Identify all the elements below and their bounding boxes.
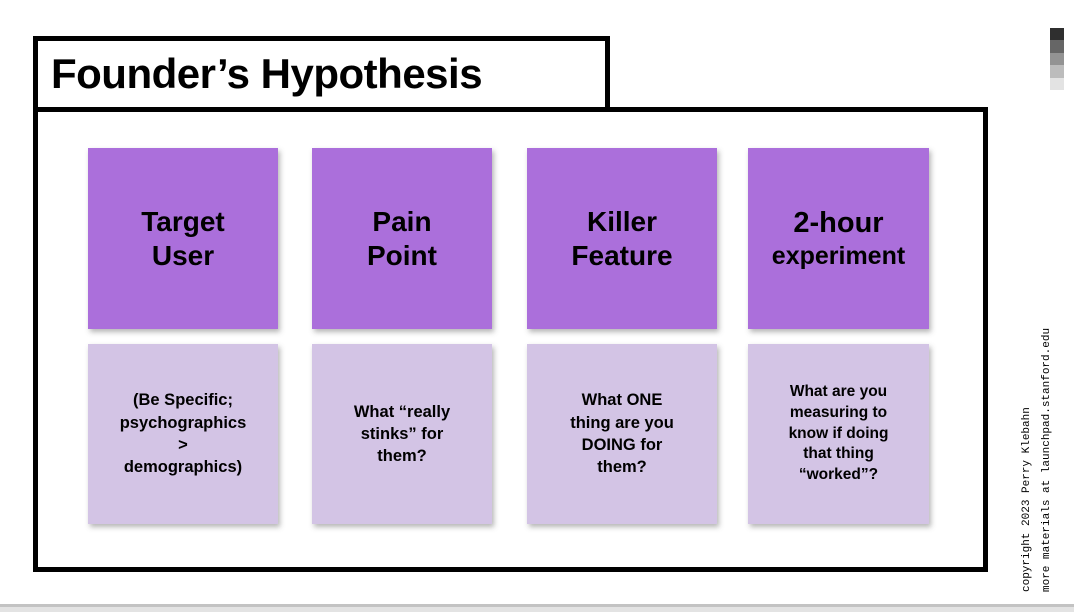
header-line: Feature <box>571 239 673 271</box>
header-line: experiment <box>771 241 906 270</box>
header-card-killer-feature: Killer Feature <box>527 148 717 329</box>
header-line: Point <box>367 239 437 271</box>
header-line: 2-hour <box>793 207 884 240</box>
column-2-hour-experiment: 2-hour experiment What are you measuring… <box>748 148 929 524</box>
gradient-step <box>1050 77 1064 90</box>
gradient-step <box>1050 52 1064 66</box>
header-line: Target <box>141 205 225 237</box>
materials-credit: more materials at launchpad.stanford.edu <box>1041 327 1053 592</box>
header-label: Killer Feature <box>571 205 672 272</box>
header-line: Killer <box>586 205 658 237</box>
header-card-2-hour-experiment: 2-hour experiment <box>748 148 929 329</box>
body-label: (Be Specific; psychographics > demograph… <box>119 391 247 477</box>
column-killer-feature: Killer Feature What ONE thing are you DO… <box>527 148 717 524</box>
body-label: What “really stinks” for them? <box>353 402 451 466</box>
slide-title: Founder’s Hypothesis <box>51 50 483 97</box>
header-label: Pain Point <box>367 205 437 272</box>
viewer-bottom-edge <box>0 604 1074 612</box>
header-label: Target User <box>141 205 225 272</box>
body-card-target-user: (Be Specific; psychographics > demograph… <box>88 344 278 524</box>
header-card-target-user: Target User <box>88 148 278 329</box>
body-card-2-hour-experiment: What are you measuring to know if doing … <box>748 344 929 524</box>
grayscale-gradient-marks <box>1050 28 1064 90</box>
header-card-pain-point: Pain Point <box>312 148 492 329</box>
header-line: Pain <box>372 205 432 237</box>
column-pain-point: Pain Point What “really stinks” for them… <box>312 148 492 524</box>
gradient-step <box>1050 40 1064 53</box>
copyright-credit: copyright 2023 Perry Klebahn <box>1021 407 1033 592</box>
body-label: What ONE thing are you DOING for them? <box>570 391 674 477</box>
title-box: Founder’s Hypothesis <box>33 36 610 112</box>
body-card-killer-feature: What ONE thing are you DOING for them? <box>527 344 717 524</box>
header-line: User <box>151 239 215 271</box>
header-label: 2-hour experiment <box>772 206 905 271</box>
column-target-user: Target User (Be Specific; psychographics… <box>88 148 278 524</box>
body-label: What are you measuring to know if doing … <box>788 382 889 484</box>
gradient-step <box>1050 65 1064 78</box>
body-card-pain-point: What “really stinks” for them? <box>312 344 492 524</box>
gradient-step <box>1050 28 1064 41</box>
